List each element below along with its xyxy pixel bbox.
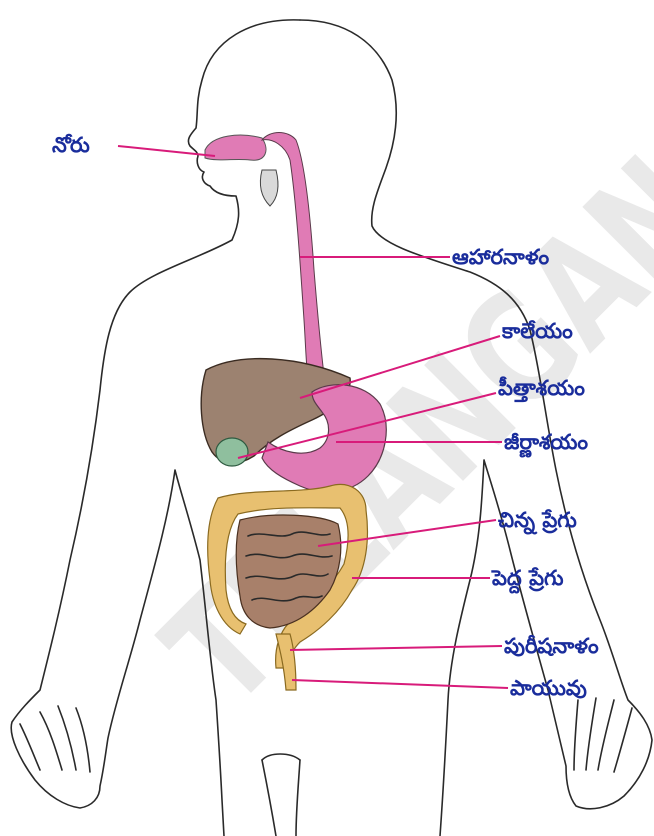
- label-rectum: పురీషనాళం: [504, 634, 599, 658]
- label-stomach: జీర్ణాశయం: [504, 430, 588, 458]
- leader-mouth: [118, 146, 215, 156]
- label-anus: పాయువు: [510, 676, 587, 700]
- label-mouth: నోరు: [52, 133, 90, 157]
- leader-anus: [292, 680, 508, 688]
- label-small-intestine: చిన్న ప్రేగు: [498, 508, 577, 535]
- trachea: [260, 170, 278, 206]
- label-gall-bladder: పీత్తాశయం: [498, 376, 585, 403]
- label-large-intestine: పెద్ద ప్రేగు: [491, 566, 564, 594]
- label-liver: కాలేయం: [501, 319, 573, 343]
- label-esophagus: ఆహారనాళం: [452, 245, 549, 269]
- gall-bladder: [216, 438, 248, 466]
